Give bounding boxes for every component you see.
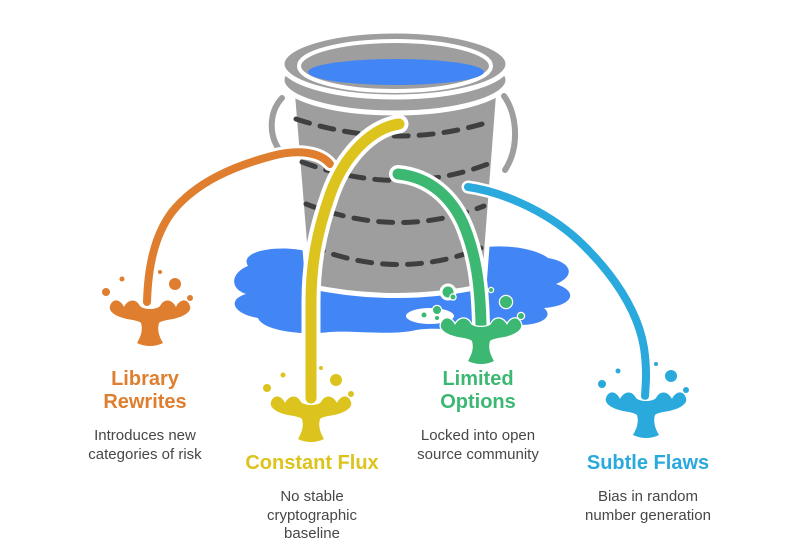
blue-leak-stream bbox=[461, 180, 653, 403]
green-drop-small bbox=[435, 316, 439, 320]
leak-title: Library Rewrites bbox=[103, 368, 187, 413]
yellow-leak-stream bbox=[301, 114, 409, 408]
leak-label-library-rewrites: Library Rewrites Introduces new categori… bbox=[60, 368, 230, 464]
water-surface bbox=[308, 59, 484, 85]
leak-description: Introduces new categories of risk bbox=[88, 427, 202, 463]
leak-label-constant-flux: Constant Flux No stable cryptographic ba… bbox=[227, 452, 397, 544]
green-drop-small bbox=[421, 312, 427, 318]
leak-title: Subtle Flaws bbox=[586, 452, 710, 474]
bucket-handle-right bbox=[498, 90, 521, 176]
leak-title: Constant Flux bbox=[245, 452, 379, 474]
leak-description: Bias in random number generation bbox=[585, 488, 711, 524]
leak-title: Limited Options bbox=[440, 368, 516, 413]
bucket-handle-left bbox=[266, 92, 288, 158]
green-leak-stream bbox=[389, 165, 490, 333]
leak-label-subtle-flaws: Subtle Flaws Bias in random number gener… bbox=[563, 452, 733, 525]
leak-label-limited-options: Limited Options Locked into open source … bbox=[393, 368, 563, 464]
leak-description: Locked into open source community bbox=[417, 427, 539, 463]
orange-leak-stream bbox=[140, 145, 337, 309]
leak-description: No stable cryptographic baseline bbox=[266, 488, 358, 542]
